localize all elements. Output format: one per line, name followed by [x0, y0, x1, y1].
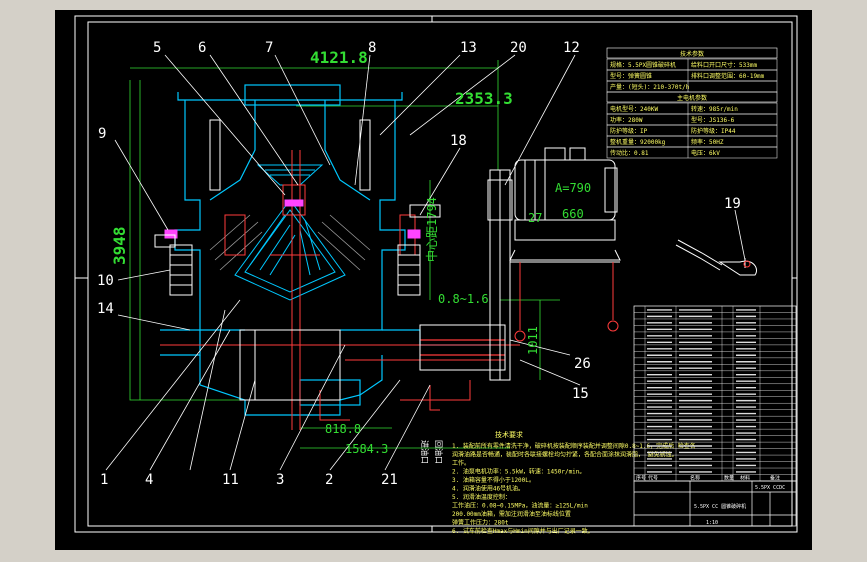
bom-header-cell: 序号: [636, 474, 646, 481]
spec2-row: [606, 146, 778, 159]
callout-1: 1: [100, 472, 108, 488]
title-block-name: 5.5PX CCDC: [755, 485, 785, 491]
spec-panel: 技术参数 规格：5.5PX圆锥破碎机 给料口开口尺寸：533mm 型号：弹簧圆锥 排料…: [606, 47, 778, 159]
spec2-cell-left: 整机重量：92000kg: [610, 138, 666, 146]
sealing-parts: [164, 199, 421, 239]
callout-18: 18: [450, 133, 467, 149]
spec2-cell-left: 功率：280W: [610, 116, 643, 124]
bom-header-cell: 代号: [648, 474, 658, 481]
title-block-scale: 1:10: [706, 520, 718, 526]
spec-heading-1: 技术参数: [680, 50, 704, 58]
note-line: 3. 油箱容量不得小于1200L。: [452, 476, 535, 484]
callout-14: 14: [97, 301, 114, 317]
bom-header-cell: 备注: [770, 474, 780, 481]
spec1-cell-left: 规格：5.5PX圆锥破碎机: [610, 61, 676, 69]
note-line: 润滑油路是否畅通，装配时各联接螺栓均匀拧紧，各配合面涂抹润滑脂， 避免锈蚀。: [452, 451, 678, 459]
callout-8: 8: [368, 40, 376, 56]
callout-26: 26: [574, 356, 591, 372]
callout-15: 15: [572, 386, 589, 402]
dim-1794: 中心距1794: [424, 197, 439, 262]
oil-pipes: [319, 380, 471, 421]
notes-heading: 技术要求: [495, 430, 523, 439]
spec1-cell-right: 排料口调整范围：60-19mm: [691, 72, 765, 80]
dim-1011: 1011: [526, 326, 540, 355]
spec2-cell-left: 传动比：0.81: [610, 149, 649, 157]
lifting-hook: [514, 262, 619, 342]
title-block-label: 5.5PX CC 圆锥破碎机: [694, 503, 746, 510]
overall-dimension-lines: [129, 60, 560, 449]
crusher-frame: [160, 84, 505, 416]
oil-return-label: 回油口: [434, 440, 444, 464]
note-line: 2. 油泵电机功率：5.5kW，转速：1450r/min。: [452, 468, 585, 476]
main-shaft: [160, 150, 520, 430]
outer-frame: [74, 15, 798, 533]
note-line: 5. 润滑油温度控制：: [452, 493, 511, 501]
callout-4: 4: [145, 472, 153, 488]
note-line: 弹簧工作压力：280t: [452, 519, 509, 527]
note-line: 4. 润滑油使用46号机油。: [452, 485, 524, 493]
bom-header-cell: 名称: [690, 474, 700, 481]
callout-20: 20: [510, 40, 527, 56]
dim-08: 0.8~1.6: [438, 292, 489, 306]
spec2-cell-right: 型号：JS136-6: [691, 116, 735, 124]
callout-6: 6: [198, 40, 206, 56]
spec2-cell-right: 电压：6kV: [691, 149, 720, 157]
note-line: 1. 装配前所有零件清洗干净，破碎机按装配顺序装配并调整间隙0.8~1.6，完成…: [452, 442, 696, 450]
spec2-cell-right: 防护等级：IP44: [691, 127, 736, 135]
spec2-cell-right: 转速：985r/min: [691, 105, 738, 113]
callout-7: 7: [265, 40, 273, 56]
detail-19-wrench: [675, 239, 757, 276]
countershaft: [239, 169, 513, 401]
spec1-cell-right: 给料口开口尺寸：533mm: [691, 61, 757, 69]
dim-2353: 2353.3: [455, 89, 513, 108]
dim-a790: A=790: [555, 181, 591, 195]
note-line: 6. 试车前检查Hmax与Hmin间隙并与出厂记录一致。: [452, 527, 594, 535]
spec2-cell-left: 电机型号：240KW: [610, 105, 658, 113]
dimensions: 4121.8 2353.3 3948 中心距1794 0.8~1.6 1011 …: [110, 48, 591, 456]
dim-4121: 4121.8: [310, 48, 368, 67]
dim-3948: 3948: [110, 226, 129, 265]
note-line: 工作油压：0.08~0.15MPa，油流量：≥125L/min: [452, 502, 588, 510]
spec2-cell-right: 频率：50HZ: [691, 138, 724, 146]
note-line: 200.00mm油箱，需加注润滑油至油标线位置: [452, 510, 571, 518]
oil-port-labels: 进油口 回油口: [420, 440, 444, 464]
callout-13: 13: [460, 40, 477, 56]
callout-19: 19: [724, 196, 741, 212]
dim-1584: 1584.3: [345, 442, 388, 456]
spring-columns: [154, 119, 441, 296]
title-block: 5.5PX CCDC 5.5PX CC 圆锥破碎机 1:10: [633, 480, 797, 527]
motor: [509, 147, 621, 263]
oil-inlet-label: 进油口: [420, 440, 430, 464]
spec-heading-2: 主电机参数: [677, 94, 707, 102]
part-callouts: 5 6 7 8 13 20 12 18 9 10 14 1 4 11 3 2 2…: [97, 40, 741, 488]
inner-frame: [87, 21, 793, 527]
technical-notes: 技术要求 1. 装配前所有零件清洗干净，破碎机按装配顺序装配并调整间隙0.8~1…: [452, 430, 696, 535]
bom-header-cell: 材料: [740, 474, 750, 481]
note-line: 工作。: [452, 459, 470, 467]
dim-27: 27: [528, 211, 542, 225]
spec1-cell-left: 型号：弹簧圆锥: [610, 72, 652, 80]
cad-drawing-viewport[interactable]: 5 6 7 8 13 20 12 18 9 10 14 1 4 11 3 2 2…: [55, 10, 812, 550]
callout-21: 21: [381, 472, 398, 488]
callout-3: 3: [276, 472, 284, 488]
dim-818: 818.8: [325, 422, 361, 436]
leader-lines: [105, 54, 746, 471]
cone-crusher-assembly-drawing: 5 6 7 8 13 20 12 18 9 10 14 1 4 11 3 2 2…: [74, 15, 798, 535]
callout-12: 12: [563, 40, 580, 56]
spec1-cell-left: 产量：(短头)：210-370t/h: [610, 83, 690, 91]
dim-660: 660: [562, 207, 584, 221]
bom-header-cell: 数量: [724, 474, 734, 481]
callout-10: 10: [97, 273, 114, 289]
callout-2: 2: [325, 472, 333, 488]
bom-table: 序号代号 名称 数量材料 备注: [633, 305, 797, 481]
crushing-cone: [234, 199, 346, 301]
callout-11: 11: [222, 472, 239, 488]
bowl-liner: [209, 214, 371, 271]
spec2-cell-left: 防护等级：IP: [610, 127, 648, 135]
callout-5: 5: [153, 40, 161, 56]
callout-9: 9: [98, 126, 106, 142]
